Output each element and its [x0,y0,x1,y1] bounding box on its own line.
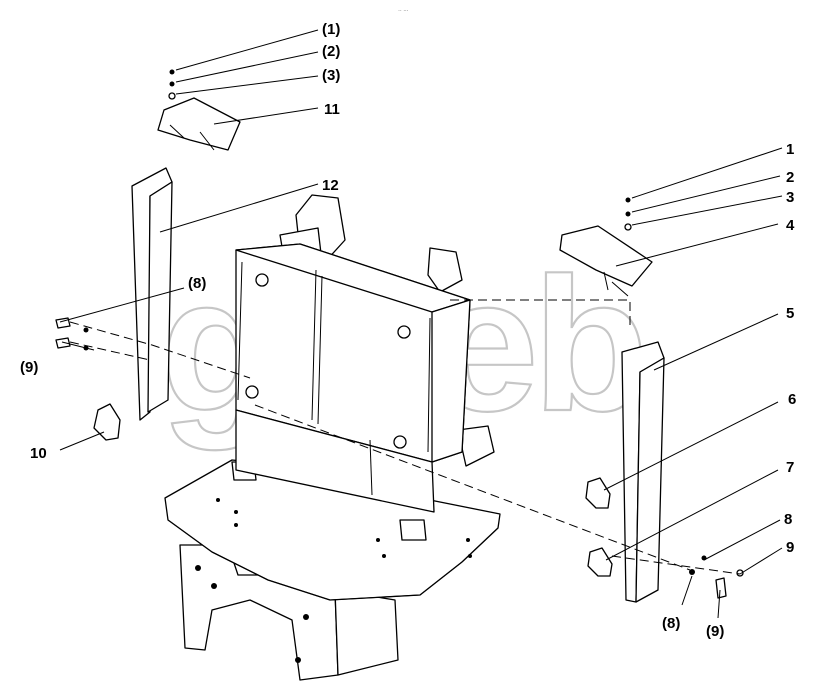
callout-12: 12 [322,177,339,194]
callout-6: 6 [788,391,796,408]
top-cover-11 [157,69,241,151]
radiator-assembly [235,194,495,513]
callout-4: 4 [786,217,795,234]
assembly-axes [69,299,741,575]
callout-9: 9 [786,539,794,556]
callout-11: 11 [324,101,340,118]
callout-3-paren: (3) [322,67,340,84]
callout-2-paren: (2) [322,43,340,60]
callout-8: 8 [784,511,792,528]
callout-9-paren-bottom: (9) [706,623,724,640]
callout-8-paren-left: (8) [188,275,206,292]
leader-lines [59,29,783,619]
callout-8-paren-bottom: (8) [662,615,680,632]
top-cover-4 [559,197,653,297]
callout-2: 2 [786,169,794,186]
callout-9-paren-left: (9) [20,359,38,376]
header-mark: ·∙ ∙∙∙ [398,8,408,14]
callout-7: 7 [786,459,794,476]
callout-10: 10 [30,445,47,462]
callout-3: 3 [786,189,794,206]
callout-labels: (1) (2) (3) 11 12 1 2 3 4 5 (8) (9) 10 6… [20,21,796,640]
callout-1-paren: (1) [322,21,340,38]
left-side-panel [93,167,173,441]
callout-5: 5 [786,305,794,322]
callout-1: 1 [786,141,794,158]
base-frame [164,459,501,681]
